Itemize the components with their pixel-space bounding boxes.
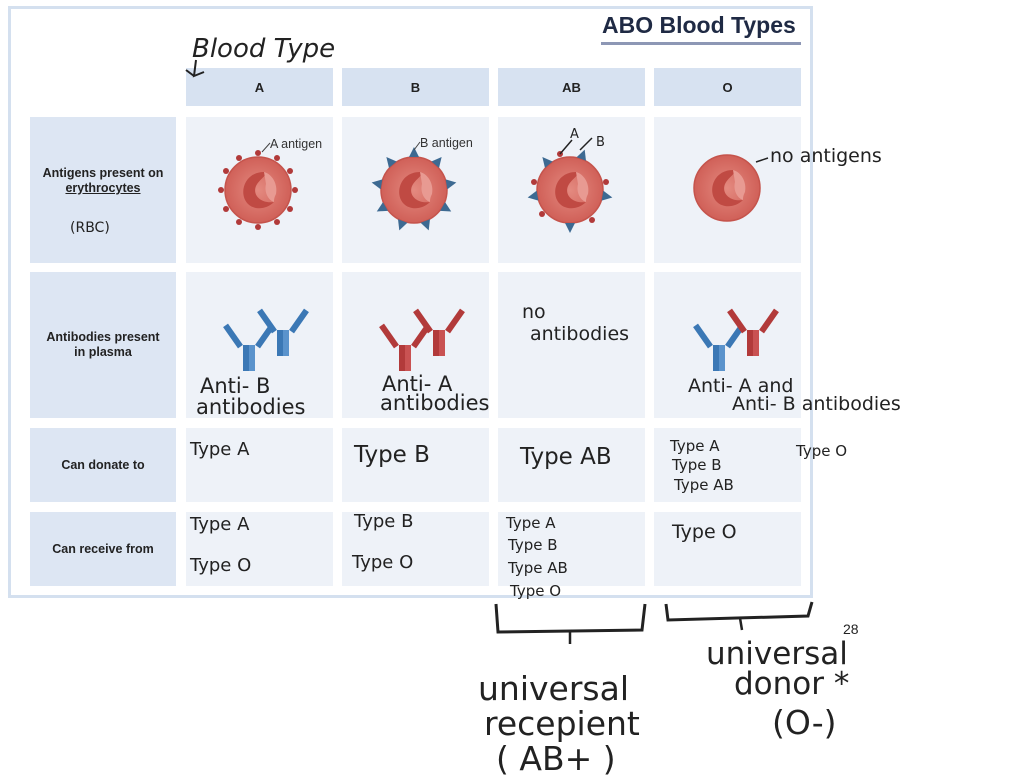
receive-ab-type-2: Type B	[507, 536, 558, 554]
donate-o-type-2: Type B	[671, 456, 722, 474]
a-antigen-leader	[261, 142, 271, 153]
universal-donor-line2: donor *	[734, 666, 849, 702]
cell-antibodies-ab	[498, 272, 645, 418]
red-blood-cell-a-icon	[218, 150, 298, 230]
universal-recipient-line2: recepient	[484, 704, 640, 743]
column-header-a: A	[186, 68, 333, 106]
row-label-donate: Can donate to	[30, 428, 176, 502]
cell-receive-b	[342, 512, 489, 586]
column-header-o: O	[654, 68, 801, 106]
b-antigen-label: B antigen	[420, 136, 473, 150]
red-blood-cell-b-icon	[371, 147, 457, 231]
b-antigen-leader	[413, 141, 421, 151]
antibodies-a-note-line1: Anti- B	[200, 374, 270, 398]
universal-recipient-line3: ( AB+ )	[496, 739, 616, 776]
no-antigens-label: no antigens	[770, 145, 882, 167]
receive-b-type-2: Type O	[351, 552, 413, 573]
cell-donate-o	[654, 428, 801, 502]
antibody-red-icon	[379, 323, 431, 371]
antibodies-a-note-line2: antibodies	[196, 395, 305, 419]
recipient-bracket	[494, 603, 647, 634]
antibodies-o-note-line2: Anti- B antibodies	[732, 393, 901, 415]
ab-antigen-a-label: A	[570, 127, 579, 142]
no-antigens-leader	[755, 157, 769, 163]
handwritten-heading: Blood Type	[192, 34, 335, 64]
column-header-ab: AB	[498, 68, 645, 106]
page-title: ABO Blood Types	[602, 12, 796, 38]
row-label-receive: Can receive from	[30, 512, 176, 586]
donor-bracket	[664, 601, 814, 622]
cell-donate-b	[342, 428, 489, 502]
title-underline	[601, 42, 801, 45]
donate-o-type-extra: Type O	[795, 442, 847, 460]
receive-b-type-1: Type B	[353, 511, 413, 532]
universal-recipient-line1: universal	[478, 669, 629, 708]
ab-antigen-b-label: B	[596, 135, 605, 150]
receive-ab-type-1: Type A	[505, 514, 556, 532]
universal-donor-line1: universal	[706, 636, 848, 672]
cell-donate-a	[186, 428, 333, 502]
row-label-antibodies: Antibodies present in plasma	[30, 272, 176, 418]
arrow-icon	[185, 59, 205, 78]
donate-o-type-3: Type AB	[673, 476, 734, 494]
antibody-blue-icon	[223, 323, 275, 371]
donor-bracket-tick	[738, 617, 744, 631]
donate-o-type-1: Type A	[669, 437, 720, 455]
universal-donor-line3: (O-)	[772, 703, 837, 742]
row-label-antigens-underlined: erythrocytes	[65, 181, 141, 195]
receive-a-type-2: Type O	[189, 555, 251, 576]
receive-a-type-1: Type A	[189, 514, 250, 535]
row-label-antigens: Antigens present on erythrocytes	[30, 117, 176, 263]
column-header-b: B	[342, 68, 489, 106]
cell-receive-ab	[498, 512, 645, 586]
antibodies-b-note-line2: antibodies	[380, 391, 489, 415]
receive-ab-type-4: Type O	[509, 582, 561, 600]
cell-receive-a	[186, 512, 333, 586]
donate-b-type-1: Type B	[353, 442, 430, 468]
donate-a-type-1: Type A	[189, 439, 250, 460]
rbc-note: (RBC)	[70, 220, 110, 236]
receive-ab-type-3: Type AB	[507, 559, 568, 577]
red-blood-cell-o-icon	[693, 154, 761, 222]
cell-receive-o	[654, 512, 801, 586]
antibodies-o-note-line1: Anti- A and	[688, 375, 793, 397]
antibody-blue-icon	[693, 323, 745, 371]
antibodies-ab-note-line1: no	[522, 301, 546, 323]
ab-antigen-leaders	[559, 137, 593, 155]
cell-donate-ab	[498, 428, 645, 502]
row-label-antigens-text: Antigens present on	[42, 166, 164, 180]
receive-o-type-1: Type O	[671, 521, 737, 543]
antibodies-ab-note-line2: antibodies	[530, 323, 629, 345]
donate-ab-type-1: Type AB	[519, 444, 612, 470]
antibodies-b-note-line1: Anti- A	[382, 372, 453, 396]
a-antigen-label: A antigen	[270, 137, 322, 151]
red-blood-cell-ab-icon	[527, 149, 613, 233]
page-number: 28	[843, 621, 859, 637]
